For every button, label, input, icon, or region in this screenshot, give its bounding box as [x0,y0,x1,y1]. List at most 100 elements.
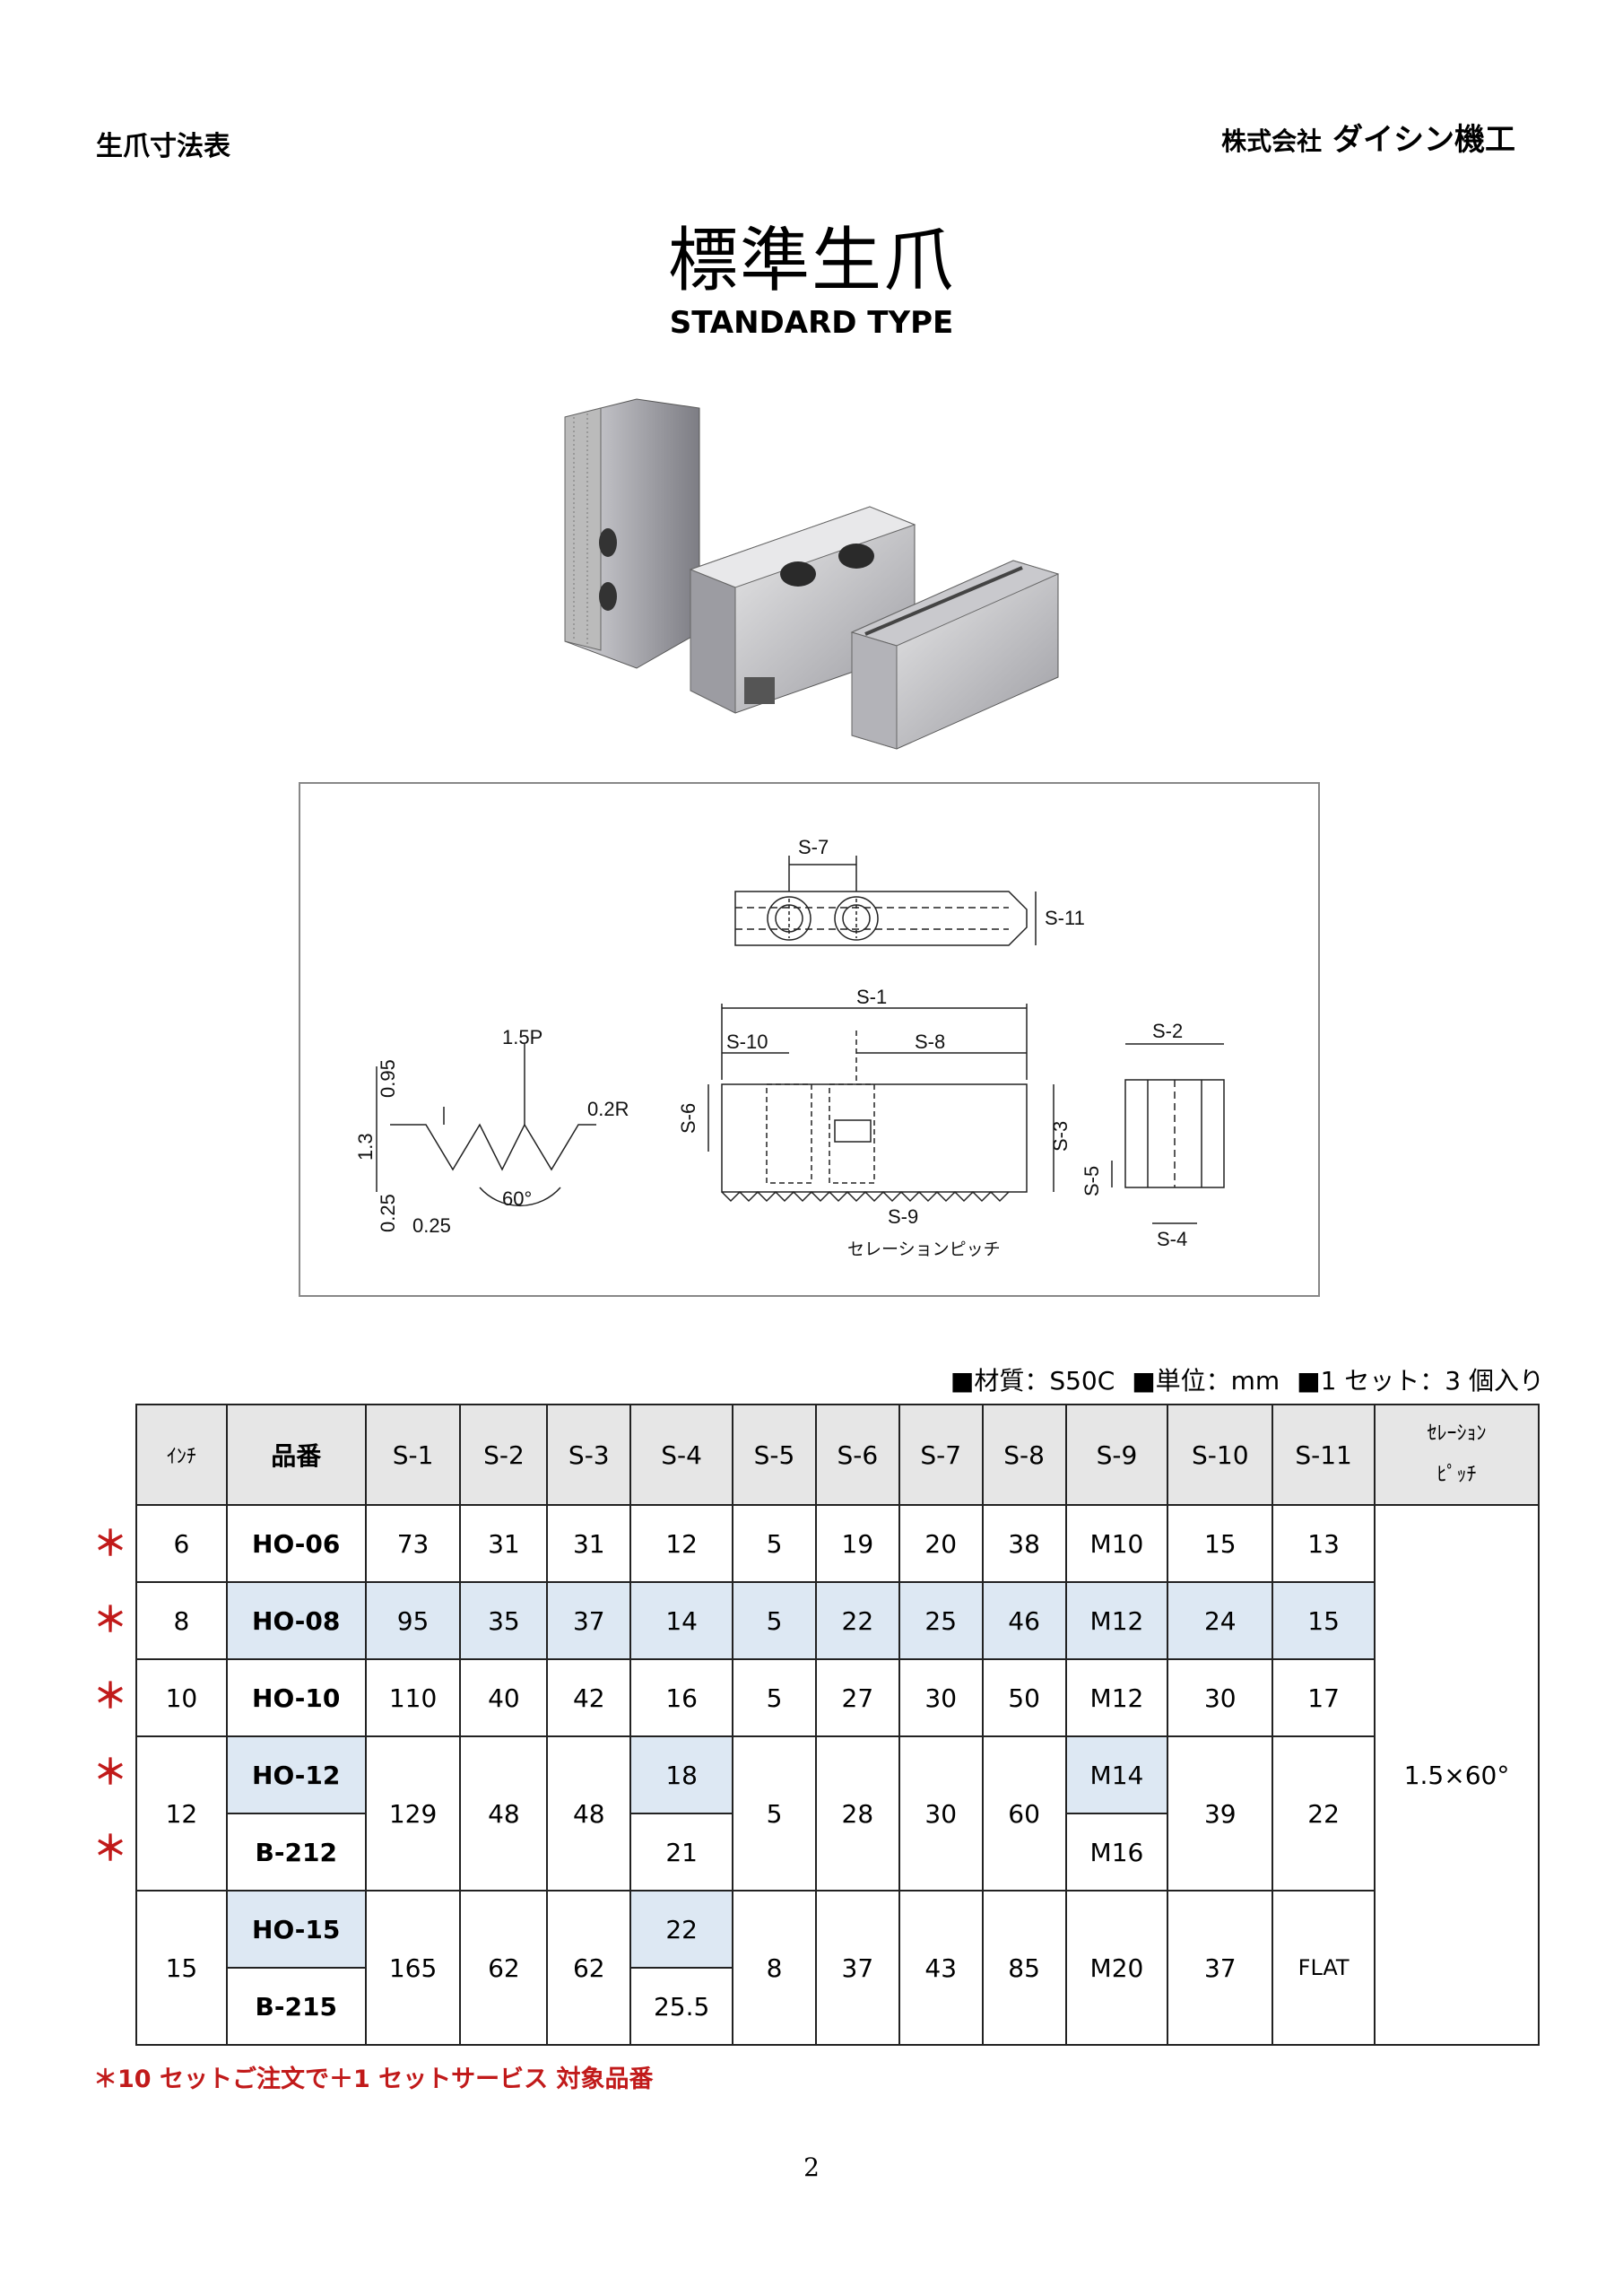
cell-s10: 30 [1167,1658,1274,1737]
col-part-no: 品番 [225,1404,367,1506]
cell-s5: 5 [732,1581,817,1660]
label-s5: S-5 [1081,1166,1103,1196]
cell-inch: 8 [135,1581,228,1660]
table-row: 15 HO-15 165 62 62 22 8 37 43 85 M20 37 … [135,1890,1539,2046]
col-s6: S-6 [814,1404,900,1506]
table-header-row: ｲﾝﾁ 品番 S-1 S-2 S-3 S-4 S-5 S-6 S-7 S-8 S… [135,1404,1540,1506]
cell-s4: 18 [629,1735,734,1814]
table-row: 6 HO-06 73 31 31 12 5 19 20 38 M10 15 13… [135,1504,1540,2046]
col-s4: S-4 [629,1404,734,1506]
label-radius: 0.2R [587,1098,629,1120]
cell-s6: 28 [814,1735,900,1892]
cell-s3: 37 [546,1581,632,1660]
company-logo: 株式会社 ダイシン機工 [1221,115,1515,159]
label-0-95: 0.95 [377,1059,399,1098]
cell-s11: 17 [1271,1658,1376,1737]
label-angle: 60° [502,1187,532,1210]
cell-s4: 14 [629,1581,734,1660]
cell-s9: M14 [1064,1735,1169,1814]
col-s9: S-9 [1064,1404,1169,1506]
cell-s4: 22 [629,1890,734,1969]
col-s5: S-5 [732,1404,817,1506]
label-s6: S-6 [677,1103,699,1134]
star-marker: ＊ [93,1676,128,1716]
cell-s2: 62 [459,1890,549,2046]
serration-detail [376,1044,596,1207]
spec-set: ■1 セット：3 個入り [1297,1366,1544,1396]
cell-s1: 165 [364,1890,462,2046]
cell-s7: 30 [898,1658,984,1737]
col-serration: ｾﾚｰｼｮﾝ ﾋﾟｯﾁ [1374,1404,1540,1506]
cell-s2: 48 [459,1735,549,1892]
star-marker: ＊ [93,1829,128,1868]
cell-s6: 37 [814,1890,900,2046]
cell-s1: 129 [364,1735,462,1892]
drawing-labels: S-7 S-11 S-1 S-10 S-8 S-2 S-6 S-3 S-5 S-… [354,836,1187,1259]
cell-s11: 13 [1271,1504,1376,1583]
dimension-table: ｲﾝﾁ 品番 S-1 S-2 S-3 S-4 S-5 S-6 S-7 S-8 S… [135,1404,1540,2046]
cell-inch: 12 [135,1735,228,1892]
col-inch: ｲﾝﾁ [135,1404,228,1506]
top-view [734,856,1037,946]
table-row: 12 HO-12 129 48 48 18 5 28 30 60 M14 39 … [135,1735,1539,1892]
label-s4: S-4 [1157,1228,1187,1250]
cell-s5: 8 [732,1890,817,2046]
cell-s3: 42 [546,1658,632,1737]
page-title: 標準生爪 [667,221,955,301]
cell-part-no: HO-15 [225,1890,367,1969]
cell-s11: 15 [1271,1581,1376,1660]
cell-s8: 60 [981,1735,1067,1892]
label-s8: S-8 [915,1031,945,1053]
spec-line: ■材質：S50C ■単位：mm ■1 セット：3 個入り [942,1361,1544,1397]
footnote: ＊10 セットご注文で＋1 セットサービス 対象品番 [93,2066,654,2093]
col-s11: S-11 [1271,1404,1376,1506]
company-name: ダイシン機工 [1332,122,1515,158]
cell-s4: 16 [629,1658,734,1737]
technical-drawing: S-7 S-11 S-1 S-10 S-8 S-2 S-6 S-3 S-5 S-… [299,782,1320,1297]
cell-s7: 43 [898,1890,984,2046]
cell-s4: 25.5 [629,1967,734,2046]
jaw-left [564,398,700,669]
cell-s3: 62 [546,1890,632,2046]
cell-s6: 27 [814,1658,900,1737]
star-marker: ＊ [93,1524,128,1563]
document-title: 生爪寸法表 [96,131,230,162]
cell-s4: 21 [629,1813,734,1892]
col-s1: S-1 [364,1404,462,1506]
cell-inch: 6 [135,1504,228,1583]
cell-s9: M16 [1064,1813,1169,1892]
cell-part-no: B-212 [225,1813,367,1892]
cell-part-no: HO-10 [225,1658,367,1737]
label-s2: S-2 [1152,1020,1183,1042]
cell-s5: 5 [732,1504,817,1583]
cell-s11: FLAT [1271,1890,1376,2046]
star-marker: ＊ [93,1600,128,1639]
cell-s9: M12 [1064,1581,1169,1660]
col-s2: S-2 [459,1404,549,1506]
table-row: 10 HO-10 110 40 42 16 5 27 30 50 M12 30 … [135,1658,1539,1737]
cell-s3: 48 [546,1735,632,1892]
label-s1: S-1 [856,986,887,1008]
jaw-right [850,560,1060,750]
label-0-25-v: 0.25 [377,1194,399,1232]
table-row: B-212 21 M16 [136,1813,1539,1892]
col-s8: S-8 [981,1404,1067,1506]
page-number: 2 [803,2152,820,2182]
label-s7: S-7 [798,836,829,858]
cell-serration-pitch: 1.5×60° [1374,1504,1540,2046]
label-0-25-h: 0.25 [412,1214,451,1237]
table-row: 8 HO-08 95 35 37 14 5 22 25 46 M12 24 15 [135,1581,1539,1660]
cell-s8: 38 [981,1504,1067,1583]
serration-header-line2: ﾋﾟｯﾁ [1436,1464,1477,1486]
cell-s8: 46 [981,1581,1067,1660]
company-prefix: 株式会社 [1221,126,1323,156]
cell-s4: 12 [629,1504,734,1583]
serration-header-line1: ｾﾚｰｼｮﾝ [1427,1422,1487,1445]
label-serration-pitch: セレーションピッチ [847,1240,1001,1259]
cell-s9: M10 [1064,1504,1169,1583]
product-photo [564,398,1060,750]
cell-s9: M12 [1064,1658,1169,1737]
cell-s1: 110 [364,1658,462,1737]
cell-s8: 50 [981,1658,1067,1737]
col-s3: S-3 [546,1404,632,1506]
